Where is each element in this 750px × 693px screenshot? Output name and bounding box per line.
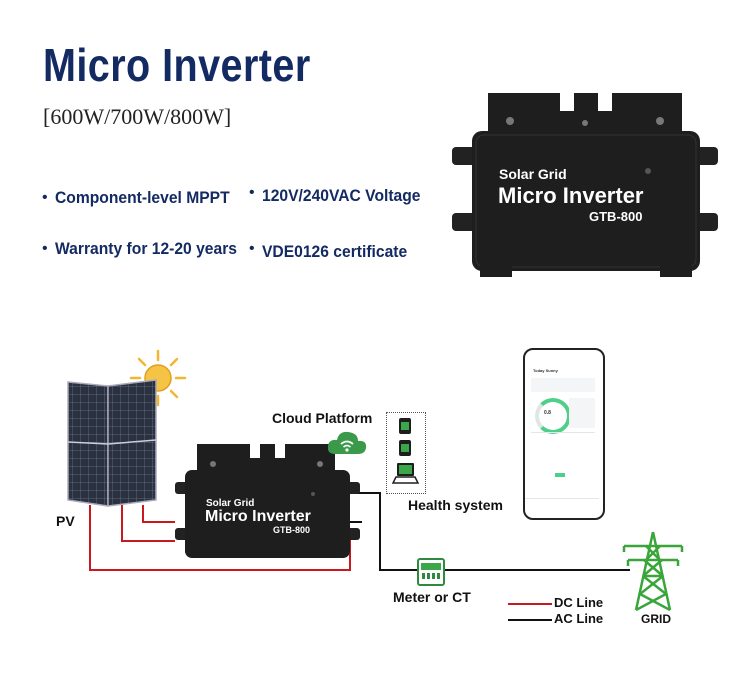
power-range-subtitle: [600W/700W/800W] [43,104,232,129]
inverter-model: GTB-800 [589,209,643,224]
diagram-inverter-name: Micro Inverter [205,508,311,525]
inverter-name: Micro Inverter [498,183,644,208]
page-title: Micro Inverter [43,39,311,91]
feature-mppt: Component-level MPPT [55,188,230,207]
meter-icon [416,557,446,587]
phone-stats-card [569,398,595,428]
feature-warranty: Warranty for 12-20 years [55,239,237,258]
phone-weather-card [531,378,595,392]
cloud-platform-label: Cloud Platform [272,410,373,426]
bullet-dot-icon: • [249,184,255,201]
phone-app-title: Today Sunny [533,368,558,373]
grid-tower-icon [618,530,688,612]
diagram-inverter-model: GTB-800 [273,525,311,535]
phone-chart-area [531,432,595,489]
legend-dc-line: DC Line [554,595,604,610]
grid-label: GRID [641,612,671,626]
phone-bottom-nav [525,498,599,515]
bullet-dot-icon: • [42,189,48,206]
bullet-dot-icon: • [249,240,255,257]
diagram-inverter-image: Solar Grid Micro Inverter GTB-800 [175,440,360,565]
cloud-wifi-icon [325,428,369,456]
phone-app-screenshot: Today Sunny 0.8 [523,348,605,520]
diagram-inverter-brand: Solar Grid [206,498,255,509]
meter-label: Meter or CT [393,589,471,605]
pv-panel-image [64,378,164,508]
phone-gauge [535,398,571,434]
feature-voltage: 120V/240VAC Voltage [262,186,421,205]
health-devices-box [386,412,426,494]
phone-gauge-value: 0.8 [544,410,551,416]
bullet-dot-icon: • [42,240,48,257]
health-system-label: Health system [408,497,503,513]
inverter-product-image: Solar Grid Micro Inverter GTB-800 [450,85,720,295]
legend-ac-line: AC Line [554,611,604,626]
phone-chart-bar [555,473,565,477]
pv-label: PV [56,513,75,529]
inverter-brand: Solar Grid [499,166,567,182]
feature-certificate: VDE0126 certificate [262,242,408,261]
